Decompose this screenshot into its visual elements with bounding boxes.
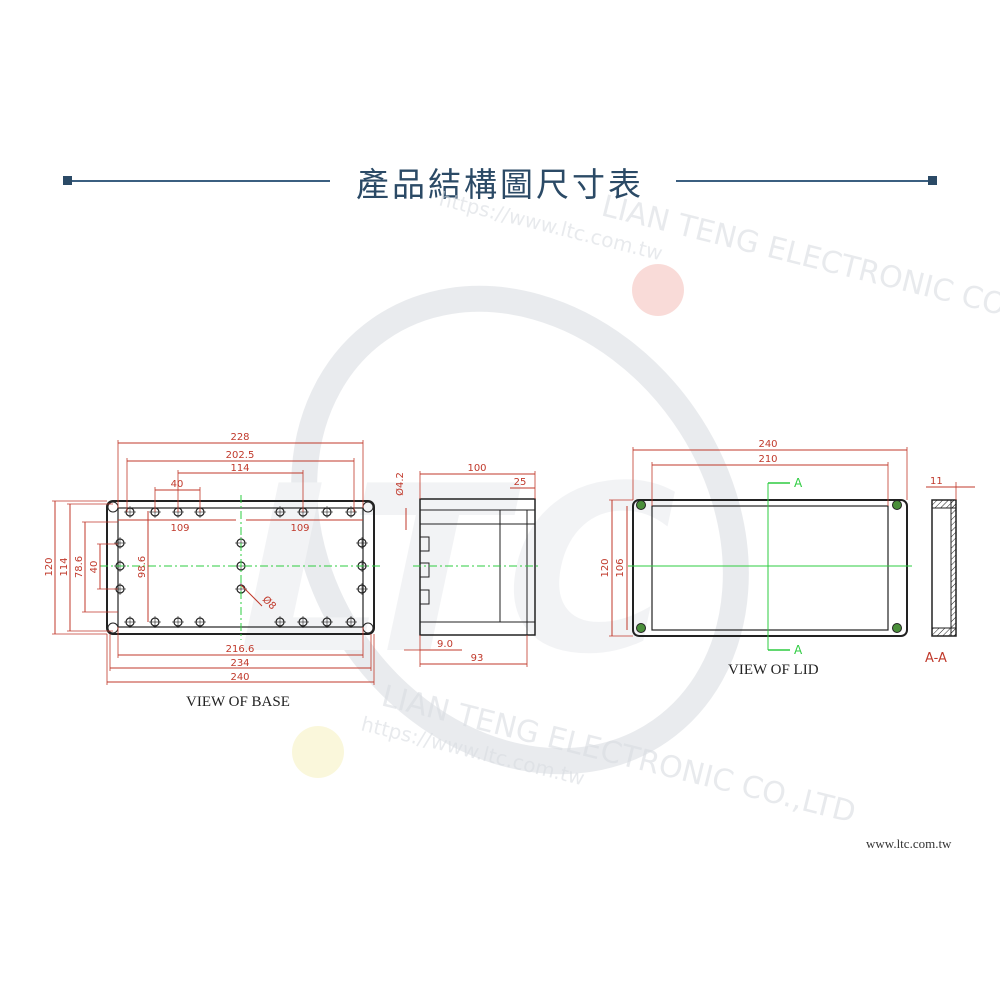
dim-label-240: 240 [230, 672, 249, 683]
watermark-orbit [291, 285, 749, 775]
dim-label-202-5: 202.5 [226, 450, 255, 461]
lid-view-label: VIEW OF LID [728, 662, 819, 678]
section-hatch-side [950, 499, 957, 637]
dim-label-98-6: 98.6 [137, 556, 148, 578]
side-boss [419, 536, 430, 552]
lid-outline [632, 499, 908, 637]
dim-extension-lines-left [52, 500, 118, 635]
watermark-dot-red [632, 264, 684, 316]
section-mark-top: A [794, 476, 803, 490]
dim-extension-lines-top [117, 440, 364, 512]
dim-leader-hole [240, 584, 263, 607]
dim-label-109-left: 109 [170, 523, 189, 534]
dim-label-109-right: 109 [290, 523, 309, 534]
side-boss [419, 562, 430, 578]
section-view: 11 A-A [925, 476, 975, 666]
dim-label-9: 9.0 [437, 639, 453, 650]
dim-label-lid-120: 120 [600, 558, 611, 577]
dim-label-228: 228 [230, 432, 249, 443]
dim-label-11: 11 [930, 476, 943, 487]
dim-label-216-6: 216.6 [226, 644, 255, 655]
side-view: 100 25 Ø4.2 9.0 93 [394, 463, 540, 667]
page-title: 產品結構圖尺寸表 [0, 158, 1000, 206]
dim-label-234: 234 [230, 658, 249, 669]
base-corner-screw [107, 501, 119, 513]
watermark-dot-yellow [292, 726, 344, 778]
dim-label-40-vertical: 40 [89, 561, 100, 574]
dim-label-25: 25 [514, 477, 527, 488]
title-rule-right-square [928, 176, 937, 185]
side-boss [419, 589, 430, 605]
dim-label-100: 100 [467, 463, 486, 474]
dim-label-114-vertical: 114 [59, 557, 70, 576]
lid-screw [636, 500, 646, 510]
dim-label-lid-210: 210 [758, 454, 777, 465]
base-corner-screw [107, 622, 119, 634]
section-label: A-A [925, 651, 947, 666]
dim-label-lid-106: 106 [615, 558, 626, 577]
lid-screw [636, 623, 646, 633]
dim-label-114: 114 [230, 463, 249, 474]
lid-view: A A 240 210 120 106 [600, 439, 912, 657]
dim-label-78-6: 78.6 [74, 556, 85, 578]
dim-label-120: 120 [44, 557, 55, 576]
page-title-text: 產品結構圖尺寸表 [342, 165, 658, 204]
dim-label-lid-240: 240 [758, 439, 777, 450]
title-rule-left-square [63, 176, 72, 185]
dim-extension-lines-bottom [106, 627, 375, 685]
base-view: 228 202.5 114 40 109 109 120 114 78.6 40… [44, 432, 382, 685]
dim-label-hole-side: Ø4.2 [394, 472, 406, 496]
base-view-label: VIEW OF BASE [186, 694, 290, 710]
dim-label-93: 93 [471, 653, 484, 664]
footer-website: www.ltc.com.tw [866, 836, 952, 851]
watermark-logo: LTC [210, 264, 749, 778]
lid-screw [892, 500, 902, 510]
dim-label-40: 40 [171, 479, 184, 490]
lid-inner-outline [651, 505, 889, 631]
lid-screw [892, 623, 902, 633]
watermark-letters: LTC [210, 436, 701, 704]
section-mark-bottom: A [794, 643, 803, 657]
